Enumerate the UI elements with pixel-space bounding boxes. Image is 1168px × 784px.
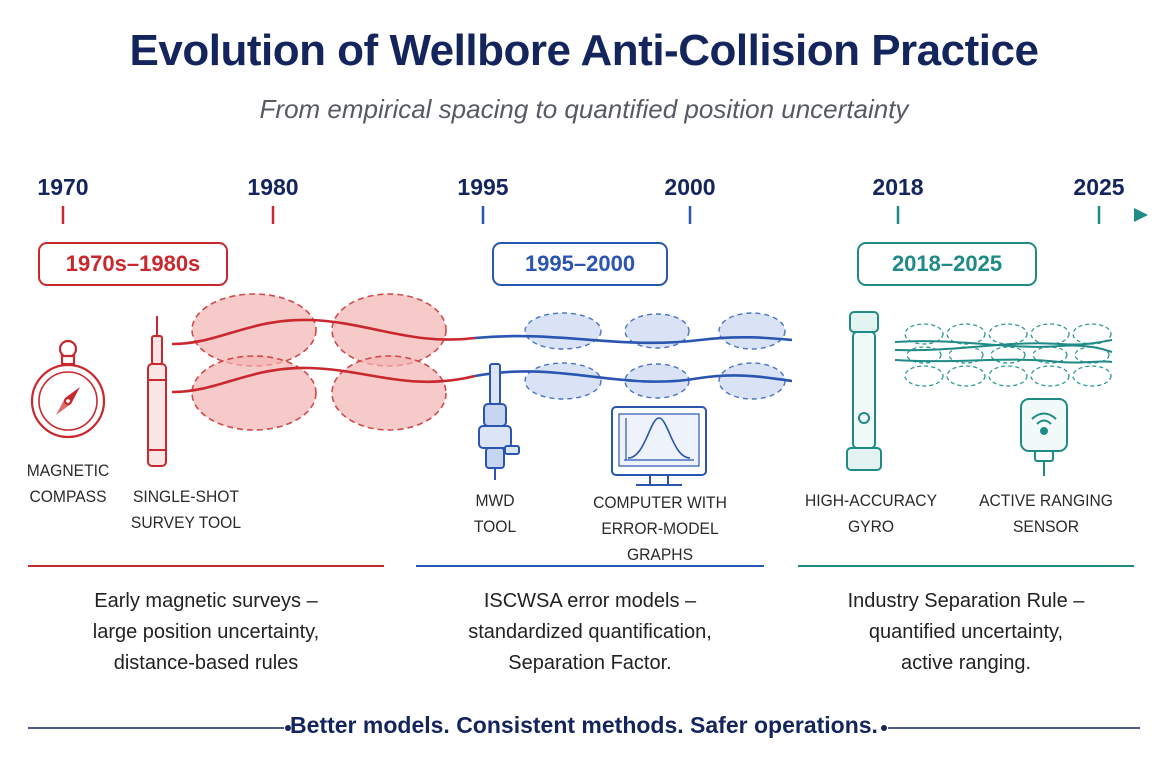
era1-uncertainty-ellipses <box>191 293 447 431</box>
footer-rule <box>28 725 1140 731</box>
year-label-2025: 2025 <box>1073 174 1125 200</box>
timeline-arrowhead <box>1134 208 1148 222</box>
magnetic-compass-icon <box>30 339 106 439</box>
year-label-1995: 1995 <box>457 174 509 200</box>
year-label-2000: 2000 <box>664 174 716 200</box>
computer-error-model-icon <box>611 406 707 486</box>
timeline-axis <box>22 206 1148 224</box>
page-subtitle: From empirical spacing to quantified pos… <box>259 94 909 124</box>
era2-badge: 1995–2000 <box>492 242 668 286</box>
ranging-sensor-icon <box>1020 398 1068 476</box>
year-label-1980: 1980 <box>247 174 299 200</box>
mwd-tool-icon <box>478 363 520 480</box>
year-label-1970: 1970 <box>37 174 89 200</box>
era2-description: ISCWSA error models – standardized quant… <box>468 590 712 674</box>
year-label-2018: 2018 <box>872 174 924 200</box>
era1-badge: 1970s–1980s <box>38 242 228 286</box>
page-title: Evolution of Wellbore Anti-Collision Pra… <box>129 26 1039 75</box>
gyro-icon <box>846 311 882 471</box>
era3-badge: 2018–2025 <box>857 242 1037 286</box>
single-shot-survey-tool-icon <box>147 316 167 467</box>
era1-description: Early magnetic surveys – large position … <box>92 590 320 674</box>
wellbore-trajectories <box>171 318 1113 394</box>
era3-uncertainty-ellipses <box>904 323 1112 387</box>
era2-uncertainty-ellipses <box>524 312 786 400</box>
footer-tagline: Better models. Consistent methods. Safer… <box>290 712 878 738</box>
era3-description: Industry Separation Rule – quantified un… <box>847 590 1085 674</box>
